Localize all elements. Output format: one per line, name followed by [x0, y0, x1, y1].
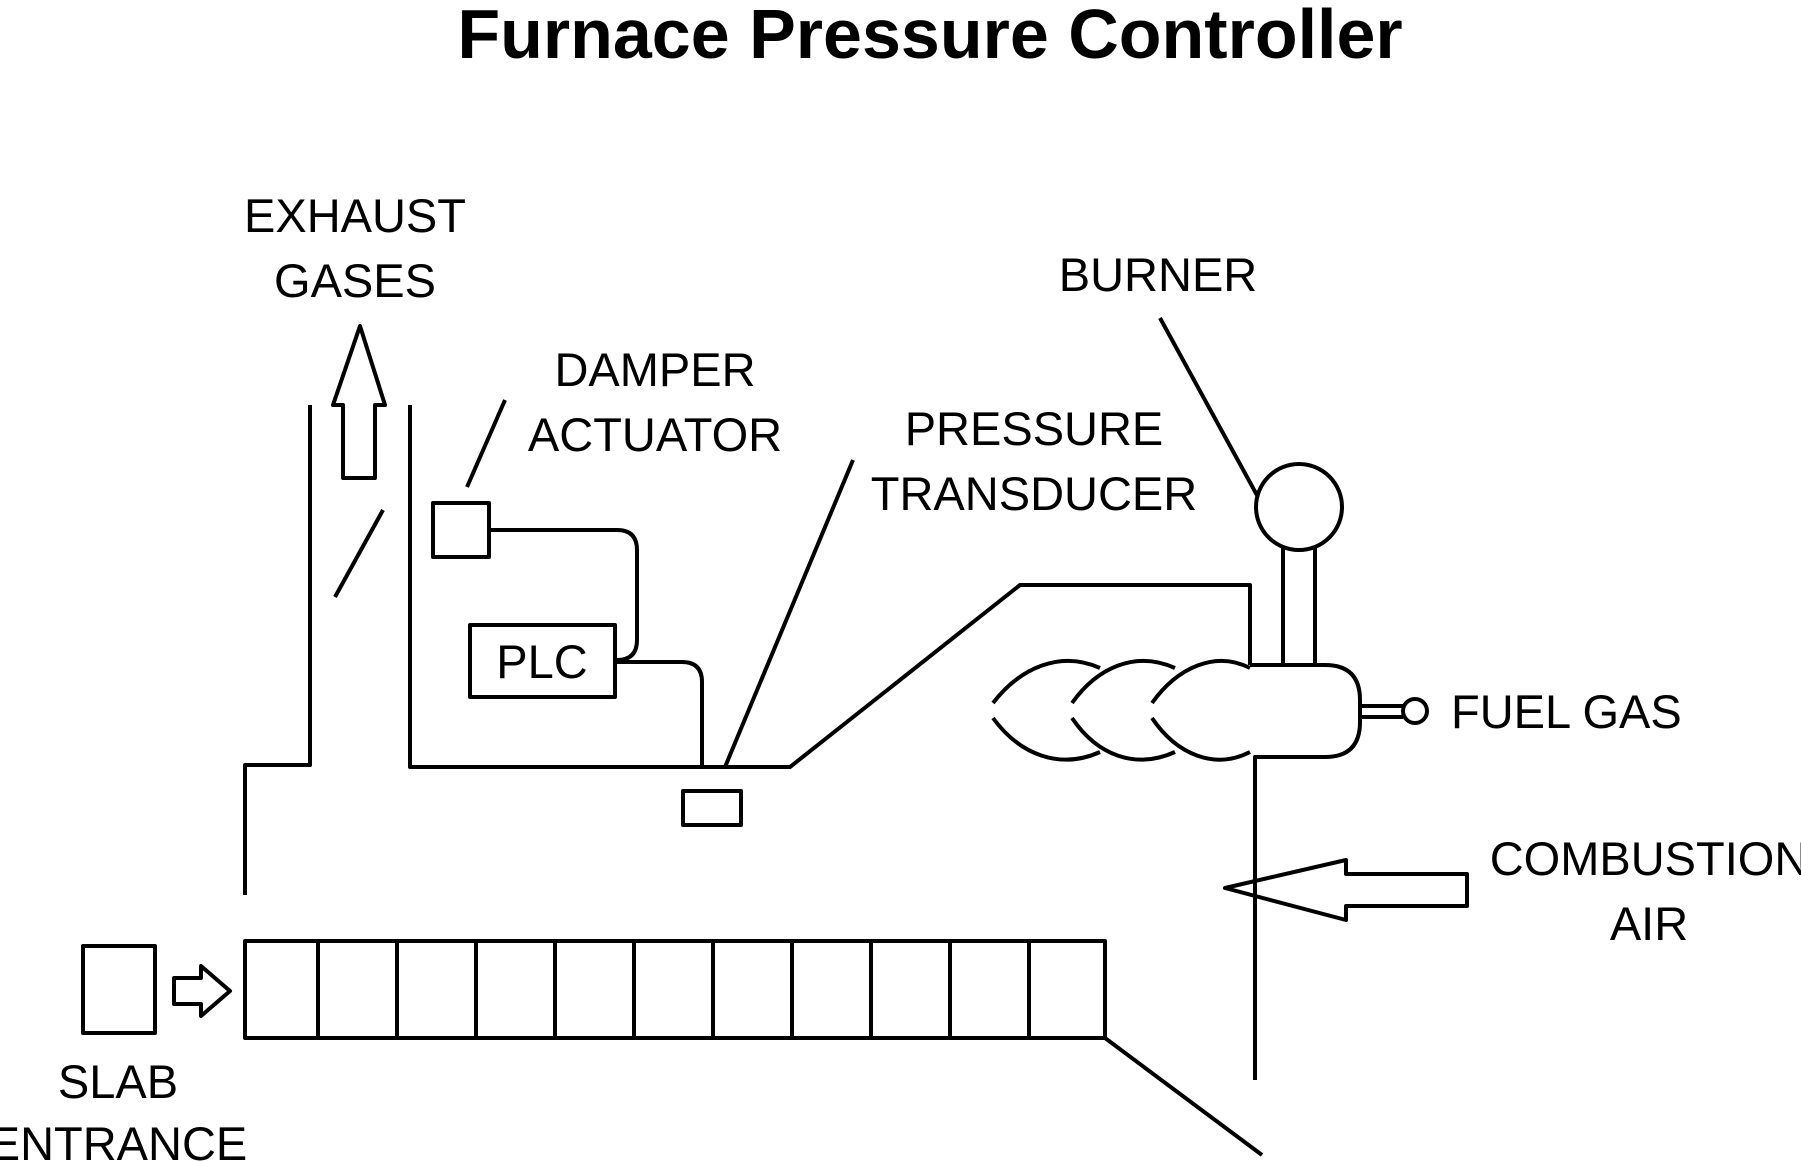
plc-label: PLC	[496, 635, 587, 688]
combustion-air-label-line1: COMBUSTION	[1490, 832, 1801, 885]
flame-icon	[991, 716, 1101, 762]
slab-entrance-label-line2: ENTRANCE	[0, 1117, 247, 1163]
flame-icon	[1070, 658, 1176, 705]
slab-entrance-label-line1: SLAB	[58, 1055, 178, 1108]
flame-icon	[1150, 658, 1251, 705]
damper-actuator-box	[431, 501, 491, 559]
diagram-title: Furnace Pressure Controller	[457, 0, 1402, 73]
flame-icon	[1070, 716, 1176, 762]
combustion-air-label-line2: AIR	[1610, 897, 1688, 950]
furnace-floor-slope	[1103, 1036, 1264, 1157]
damper-blade	[333, 509, 385, 598]
damper-actuator-leader	[465, 399, 507, 488]
burner-label: BURNER	[1059, 248, 1257, 301]
fuel-gas-label: FUEL GAS	[1451, 685, 1682, 738]
burner-body	[1250, 663, 1362, 1080]
pressure-transducer-leader	[723, 459, 855, 768]
burner-leader	[1158, 317, 1260, 498]
flame-icons	[991, 658, 1251, 762]
damper-actuator-label-line2: ACTUATOR	[528, 408, 782, 461]
slab-block	[81, 944, 157, 1035]
burner-head	[1254, 462, 1344, 552]
slab-conveyor	[243, 939, 1107, 1040]
flame-icon	[991, 658, 1101, 705]
pressure-transducer-box	[681, 789, 743, 827]
pressure-transducer-label-line1: PRESSURE	[905, 402, 1164, 455]
flame-icon	[1150, 716, 1251, 762]
damper-actuator-label-line1: DAMPER	[554, 343, 755, 396]
transducer-signal-wire	[615, 660, 704, 767]
actuator-signal-wire	[489, 528, 639, 662]
exhaust-gases-label-line2: GASES	[274, 254, 436, 307]
combustion-air-arrow-icon	[1223, 858, 1469, 922]
exhaust-stack	[243, 405, 1252, 895]
slab-entry-arrow-icon	[172, 964, 232, 1018]
exhaust-arrow-icon	[331, 324, 387, 480]
exhaust-gases-label-line1: EXHAUST	[244, 189, 466, 242]
fuel-gas-valve-icon	[1401, 697, 1429, 725]
pressure-transducer-label-line2: TRANSDUCER	[871, 467, 1197, 520]
